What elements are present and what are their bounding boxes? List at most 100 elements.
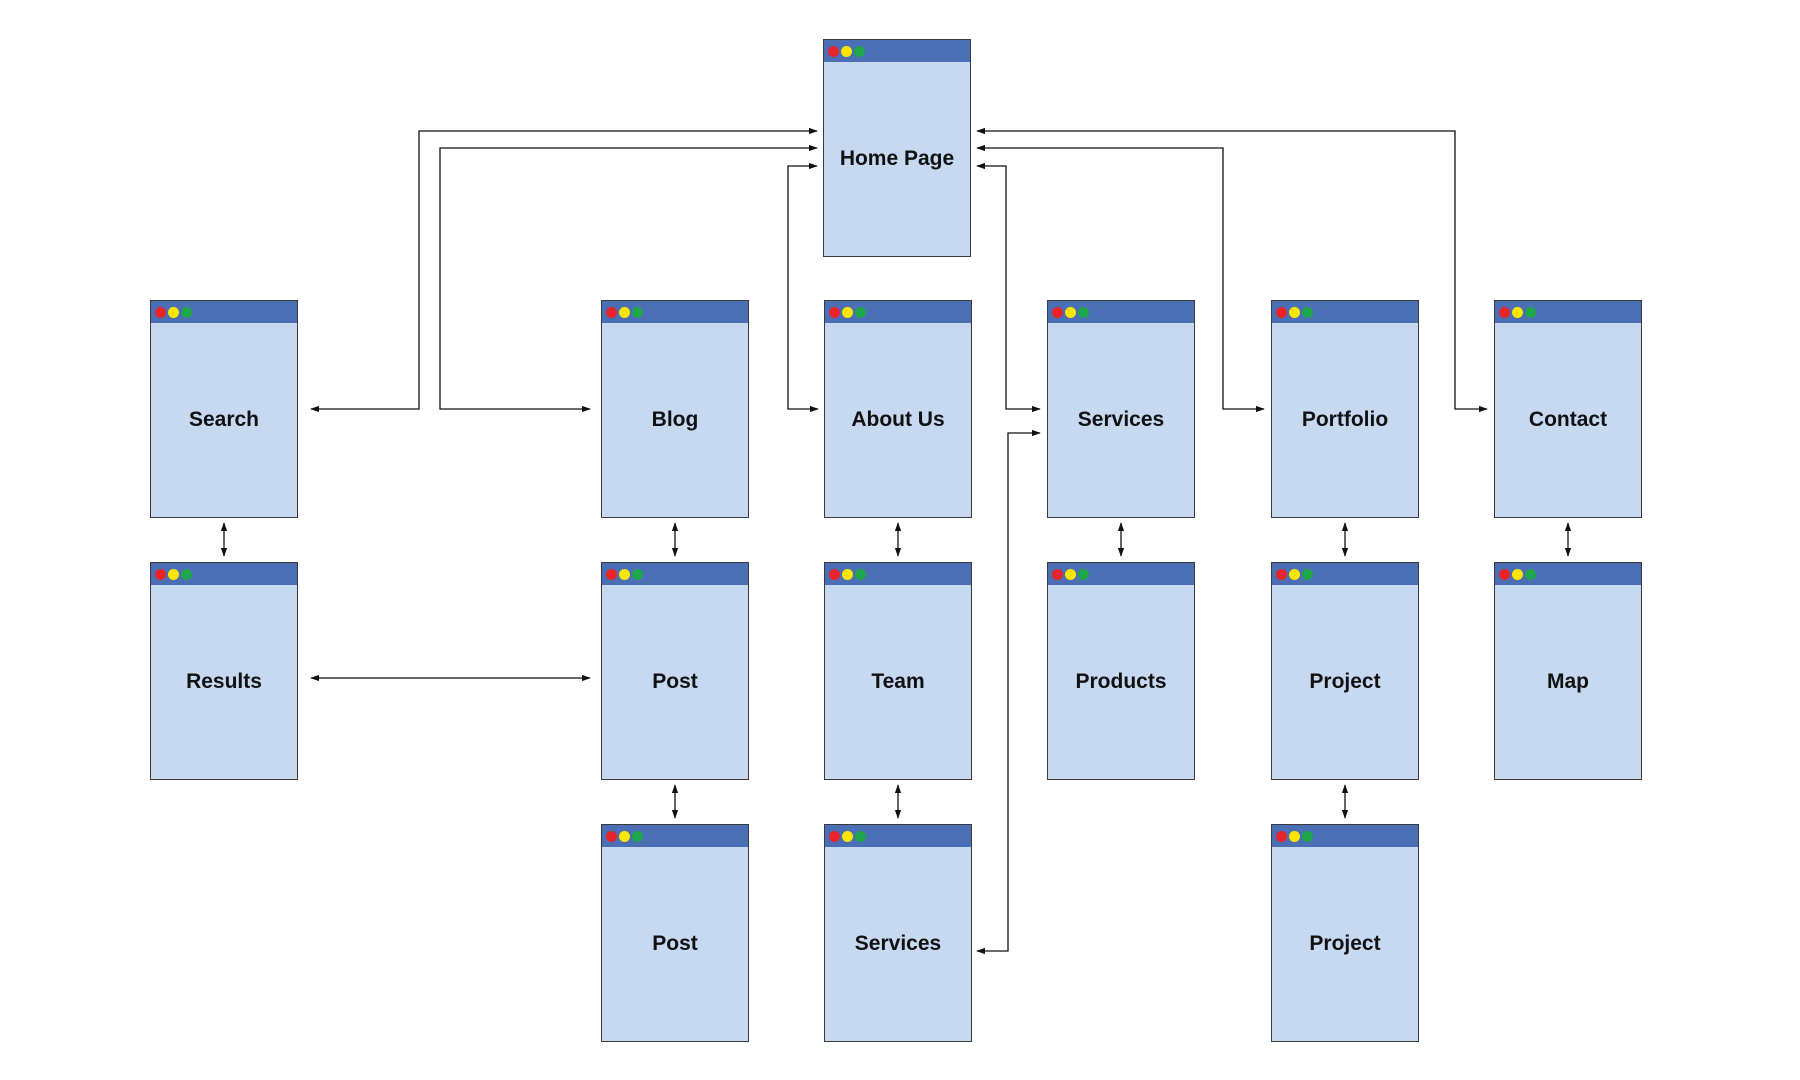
minimize-dot-icon <box>1065 569 1076 580</box>
minimize-dot-icon <box>1512 307 1523 318</box>
page-about-us[interactable]: About Us <box>824 300 972 518</box>
page-label: Project <box>1309 932 1381 955</box>
window-titlebar <box>602 825 748 847</box>
minimize-dot-icon <box>1289 307 1300 318</box>
close-dot-icon <box>606 569 617 580</box>
maximize-dot-icon <box>632 831 643 842</box>
page-post-2[interactable]: Post <box>601 824 749 1042</box>
page-map[interactable]: Map <box>1494 562 1642 780</box>
minimize-dot-icon <box>168 569 179 580</box>
close-dot-icon <box>1499 569 1510 580</box>
page-label: Search <box>188 408 260 431</box>
page-search[interactable]: Search <box>150 300 298 518</box>
connector-services-loop <box>976 429 1041 955</box>
close-dot-icon <box>1052 307 1063 318</box>
close-dot-icon <box>828 46 839 57</box>
window-titlebar <box>1272 825 1418 847</box>
window-titlebar <box>1495 301 1641 323</box>
page-products[interactable]: Products <box>1047 562 1195 780</box>
page-portfolio[interactable]: Portfolio <box>1271 300 1419 518</box>
close-dot-icon <box>829 831 840 842</box>
maximize-dot-icon <box>1525 569 1536 580</box>
connector-home-about <box>787 162 819 413</box>
window-titlebar <box>1272 563 1418 585</box>
minimize-dot-icon <box>842 569 853 580</box>
maximize-dot-icon <box>855 307 866 318</box>
minimize-dot-icon <box>168 307 179 318</box>
minimize-dot-icon <box>619 307 630 318</box>
minimize-dot-icon <box>619 569 630 580</box>
window-titlebar <box>825 563 971 585</box>
page-label: Contact <box>1528 408 1608 431</box>
minimize-dot-icon <box>842 831 853 842</box>
page-results[interactable]: Results <box>150 562 298 780</box>
page-blog[interactable]: Blog <box>601 300 749 518</box>
maximize-dot-icon <box>855 831 866 842</box>
close-dot-icon <box>829 569 840 580</box>
page-label: Post <box>652 670 698 693</box>
page-label: Products <box>1075 670 1167 693</box>
window-titlebar <box>824 40 970 62</box>
page-label: Post <box>652 932 698 955</box>
minimize-dot-icon <box>841 46 852 57</box>
page-label: Services <box>854 932 942 955</box>
window-titlebar <box>602 301 748 323</box>
close-dot-icon <box>606 831 617 842</box>
page-contact[interactable]: Contact <box>1494 300 1642 518</box>
page-label: Home Page <box>839 147 955 170</box>
minimize-dot-icon <box>619 831 630 842</box>
maximize-dot-icon <box>1078 307 1089 318</box>
page-team[interactable]: Team <box>824 562 972 780</box>
page-home[interactable]: Home Page <box>823 39 971 257</box>
page-label: Portfolio <box>1301 408 1389 431</box>
page-label: Results <box>186 670 262 693</box>
window-titlebar <box>1048 563 1194 585</box>
close-dot-icon <box>1276 569 1287 580</box>
window-titlebar <box>825 301 971 323</box>
close-dot-icon <box>1052 569 1063 580</box>
minimize-dot-icon <box>1512 569 1523 580</box>
page-label: Blog <box>651 408 699 431</box>
close-dot-icon <box>155 307 166 318</box>
window-titlebar <box>602 563 748 585</box>
window-titlebar <box>1495 563 1641 585</box>
page-label: Map <box>1547 670 1589 693</box>
window-titlebar <box>1272 301 1418 323</box>
page-post[interactable]: Post <box>601 562 749 780</box>
window-titlebar <box>1048 301 1194 323</box>
maximize-dot-icon <box>632 569 643 580</box>
window-titlebar <box>151 301 297 323</box>
maximize-dot-icon <box>1302 307 1313 318</box>
connector-home-services <box>976 162 1041 413</box>
connector-home-search <box>310 127 818 413</box>
page-label: Project <box>1309 670 1381 693</box>
page-project[interactable]: Project <box>1271 562 1419 780</box>
close-dot-icon <box>1276 831 1287 842</box>
maximize-dot-icon <box>854 46 865 57</box>
page-label: Services <box>1077 408 1165 431</box>
minimize-dot-icon <box>1289 831 1300 842</box>
maximize-dot-icon <box>1525 307 1536 318</box>
maximize-dot-icon <box>181 307 192 318</box>
minimize-dot-icon <box>1289 569 1300 580</box>
close-dot-icon <box>155 569 166 580</box>
page-services[interactable]: Services <box>1047 300 1195 518</box>
close-dot-icon <box>1276 307 1287 318</box>
minimize-dot-icon <box>842 307 853 318</box>
close-dot-icon <box>606 307 617 318</box>
connector-home-contact <box>976 127 1488 413</box>
maximize-dot-icon <box>1078 569 1089 580</box>
page-label: Team <box>871 670 925 693</box>
maximize-dot-icon <box>1302 569 1313 580</box>
window-titlebar <box>825 825 971 847</box>
close-dot-icon <box>1499 307 1510 318</box>
window-titlebar <box>151 563 297 585</box>
maximize-dot-icon <box>855 569 866 580</box>
maximize-dot-icon <box>632 307 643 318</box>
page-project-2[interactable]: Project <box>1271 824 1419 1042</box>
maximize-dot-icon <box>181 569 192 580</box>
page-team-services[interactable]: Services <box>824 824 972 1042</box>
maximize-dot-icon <box>1302 831 1313 842</box>
